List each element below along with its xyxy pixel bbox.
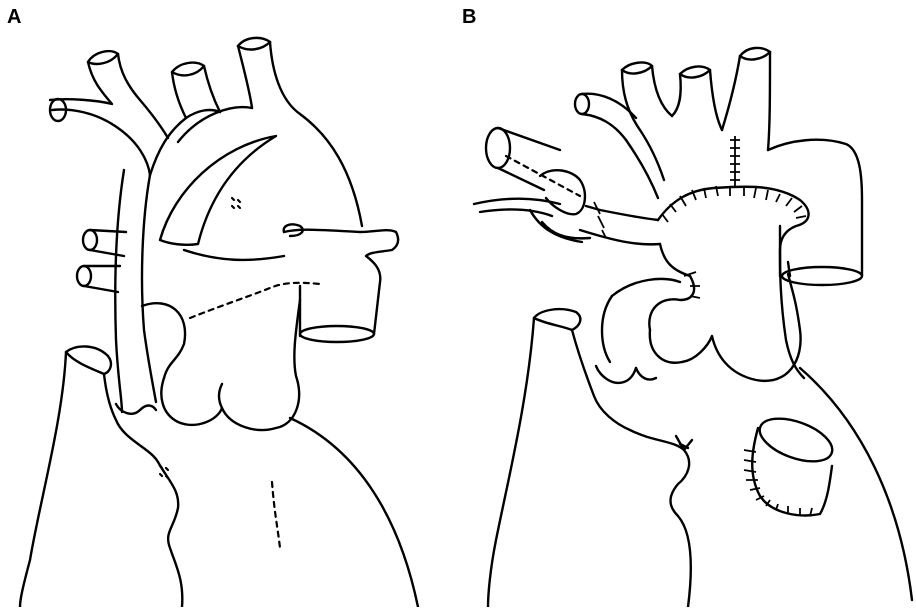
panel-b-conduit [474,128,660,244]
panel-label-a: A [7,7,21,27]
panel-b-left-vessel [488,309,692,607]
panel-label-b: B [462,7,476,27]
panel-b-drawing [474,48,912,607]
panel-a-left-branches [77,230,126,292]
panel-b-ventricles [596,244,801,383]
panel-b-patch-graft [744,410,838,516]
panel-a-drawing [20,38,418,607]
panel-a-pulmonary [184,224,398,342]
panel-a-aortic-arch [50,38,362,412]
panel-a-heart-contour [160,418,418,607]
panel-b-arch-vessels [575,48,770,198]
panel-a-left-vessel [20,346,182,607]
panel-b-suture-repair [658,136,862,378]
panel-b-heart-contour [800,368,912,600]
